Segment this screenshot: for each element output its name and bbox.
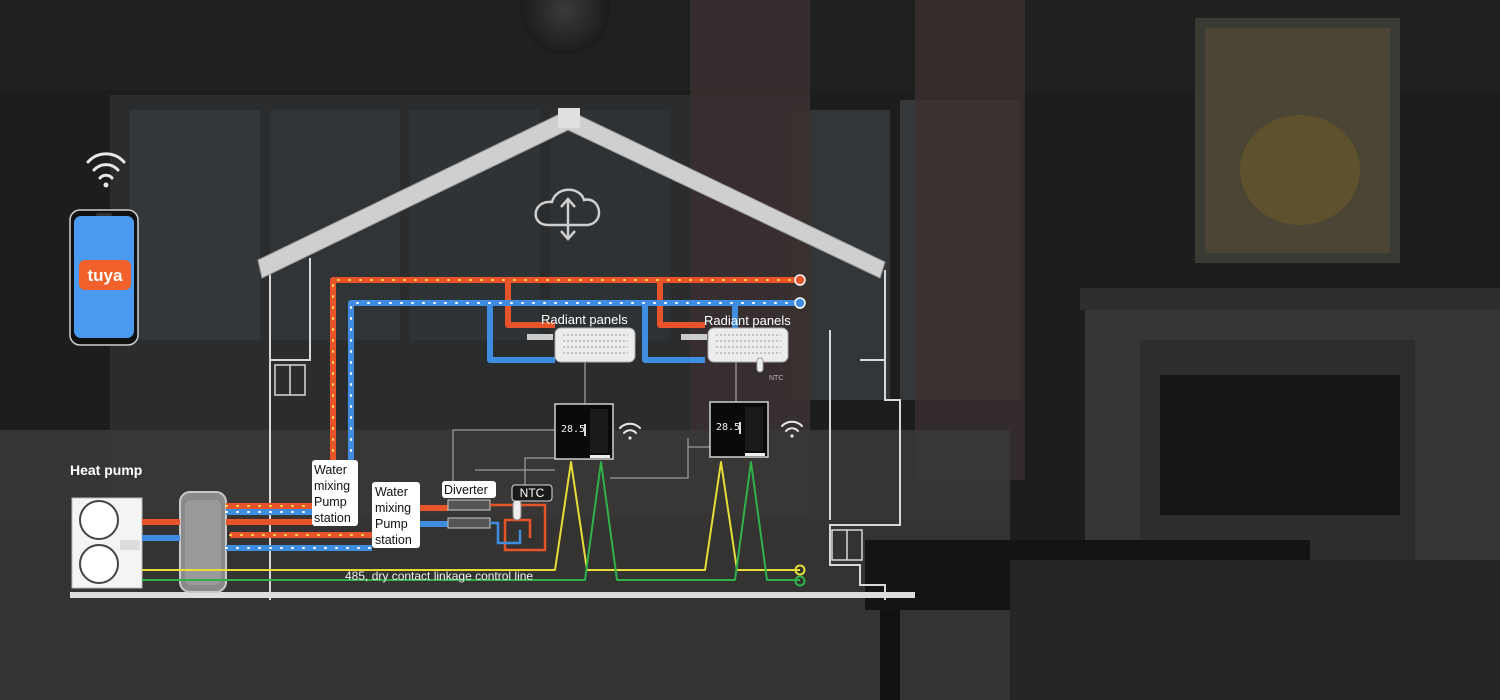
diverter-label-box: Diverter [442,481,496,498]
pipe-flow-dots [225,279,801,536]
ground-line [70,592,915,598]
water-mixing-station-2: Water mixing Pump station [372,482,420,548]
wiring-lines [452,362,737,485]
radiant-panel-1 [527,327,636,363]
diverter-manifold [447,499,547,552]
svg-text:station: station [375,533,412,547]
svg-text:Water: Water [314,463,347,477]
heat-pump-unit [71,497,143,589]
svg-text:station: station [314,511,351,525]
svg-text:mixing: mixing [314,479,350,493]
thermostat-2: 28.5 [709,401,769,458]
svg-text:Pump: Pump [375,517,408,531]
house-windows [274,364,863,561]
signal-line-yellow [142,461,800,571]
thermostat-1: 28.5 [554,403,614,460]
roof [257,108,886,279]
signal-end-green [794,575,806,587]
heat-pump-label: Heat pump [70,462,142,478]
radiant-panels-label-1: Radiant panels [541,312,628,327]
buffer-tank [179,491,227,593]
thermostat-1-display: 28.5 [561,424,585,435]
phone-icon [69,209,139,346]
thermostat-wifi-icon-1 [619,422,641,440]
svg-text:Water: Water [375,485,408,499]
ntc-sensor-label: NTC [769,375,783,382]
radiant-panel-2 [681,327,789,373]
control-line-label: 485, dry contact linkage control line [345,569,533,583]
svg-text:NTC: NTC [520,486,545,500]
signal-line-green [142,461,800,581]
ntc-label-box: NTC [511,484,553,502]
wifi-icon [86,152,126,188]
svg-text:Pump: Pump [314,495,347,509]
svg-text:Diverter: Diverter [444,483,488,497]
tuya-logo: tuya [88,266,124,285]
svg-text:mixing: mixing [375,501,411,515]
radiant-panels-label-2: Radiant panels [704,313,791,328]
thermostat-wifi-icon-2 [781,420,803,438]
water-mixing-station-1: Water mixing Pump station [312,460,358,526]
cloud-sync-icon [534,188,601,241]
thermostat-2-display: 28.5 [716,422,740,433]
pipe-end-caps [794,274,806,309]
signal-end-yellow [794,564,806,576]
pipe-flow-dots-cold [225,302,801,549]
